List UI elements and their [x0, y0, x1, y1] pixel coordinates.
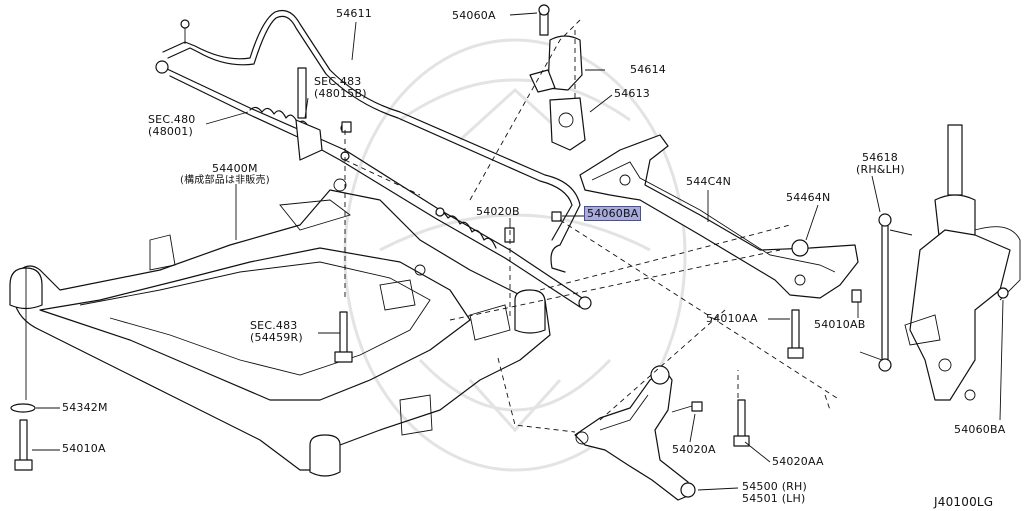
- fasteners: [10, 121, 862, 471]
- label-54020AA: 54020AA: [772, 455, 824, 468]
- label-sec480-line2: (48001): [148, 125, 193, 138]
- label-sec483-b-line2: (54459R): [250, 331, 303, 344]
- label-54500-54501: 54500 (RH) 54501 (LH): [742, 481, 807, 505]
- strut-assembly: [904, 124, 1021, 401]
- label-54611: 54611: [336, 7, 372, 20]
- label-sec483-b-line1: SEC.483: [250, 319, 298, 332]
- stabilizer-bar: [162, 9, 581, 273]
- label-544C4N: 544C4N: [686, 175, 732, 188]
- stabilizer-bushing-clamp: [529, 4, 586, 151]
- transverse-link: [579, 134, 859, 299]
- alignment-dashes: [344, 19, 841, 433]
- label-54010A: 54010A: [62, 442, 106, 455]
- label-54613: 54613: [614, 87, 650, 100]
- label-54020B: 54020B: [476, 205, 520, 218]
- label-54614: 54614: [630, 63, 666, 76]
- label-54400M: 54400M (構成部品は非販売): [180, 163, 270, 187]
- lower-control-arm: [574, 365, 696, 501]
- label-54060BA-highlight[interactable]: 54060BA: [584, 206, 642, 221]
- label-54618-line1: 54618: [862, 151, 898, 164]
- label-54060A: 54060A: [452, 9, 496, 22]
- label-54618: 54618 (RH&LH): [856, 152, 905, 176]
- label-sec483-48015b: SEC.483 (48015B): [314, 76, 367, 100]
- label-54400M-line2: (構成部品は非販売): [180, 175, 270, 186]
- label-sec483-a-line1: SEC.483: [314, 75, 362, 88]
- label-54010AB: 54010AB: [814, 318, 866, 331]
- label-sec483-a-line2: (48015B): [314, 87, 367, 100]
- label-sec480-48001: SEC.480 (48001): [148, 114, 196, 138]
- stabilizer-link-rod: [859, 213, 913, 372]
- label-54400M-line1: 54400M: [212, 162, 258, 175]
- label-54060BA-strut: 54060BA: [954, 423, 1006, 436]
- label-54342M: 54342M: [62, 401, 108, 414]
- label-sec483-54459r: SEC.483 (54459R): [250, 320, 303, 344]
- label-54500-rh: 54500 (RH): [742, 480, 807, 493]
- label-54464N: 54464N: [786, 191, 831, 204]
- label-54618-line2: (RH&LH): [856, 163, 905, 176]
- label-54010AA: 54010AA: [706, 312, 758, 325]
- diagram-code: J40100LG: [934, 495, 994, 509]
- leader-lines: [25, 12, 1004, 491]
- highlighted-part-number[interactable]: 54060BA: [584, 206, 642, 221]
- label-sec480-line1: SEC.480: [148, 113, 196, 126]
- label-54020A: 54020A: [672, 443, 716, 456]
- label-54501-lh: 54501 (LH): [742, 492, 806, 505]
